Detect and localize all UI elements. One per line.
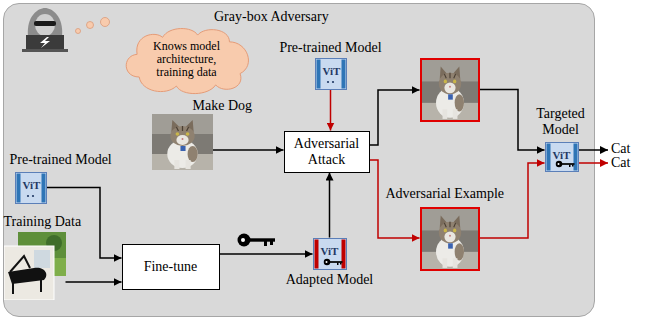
model-name: ViT xyxy=(321,245,339,257)
vit-stripe xyxy=(341,59,345,88)
image-frame xyxy=(4,232,66,300)
image-frame xyxy=(420,58,480,122)
process-box: Adversarial Attack xyxy=(284,131,370,173)
model-label: Pre-trained Model xyxy=(10,152,122,168)
model-block: ViT Pre-trained Model xyxy=(10,152,122,206)
vit-dot xyxy=(31,194,33,196)
image-frame xyxy=(152,114,213,170)
model-name: ViT xyxy=(553,149,571,161)
model-label: Targeted Model xyxy=(530,106,592,138)
cloud-outline xyxy=(126,28,248,93)
model-block: ViT Adapted Model xyxy=(280,238,380,290)
image-caption: Training Data xyxy=(4,214,88,230)
image-block: Make Dog xyxy=(150,98,250,172)
photo xyxy=(422,209,478,269)
thought-text: Knows model architecture, training data xyxy=(141,40,233,79)
thought-bubble xyxy=(76,29,81,34)
model-label: Adapted Model xyxy=(280,272,380,288)
image-block: Training Data xyxy=(4,214,88,302)
vit-dot xyxy=(331,80,333,82)
photo xyxy=(422,60,478,120)
output-arrow xyxy=(579,149,608,151)
vit-box: ViT xyxy=(545,142,579,172)
output-label: Cat xyxy=(611,156,630,170)
key-icon xyxy=(555,160,574,167)
vit-stripe xyxy=(41,173,45,202)
image-frame xyxy=(420,207,480,271)
vit-box: ViT xyxy=(15,172,47,204)
vit-stripe xyxy=(16,173,20,202)
model-name: ViT xyxy=(23,179,41,191)
connector-arrow xyxy=(66,281,122,283)
connector-arrow xyxy=(329,173,331,238)
model-block: ViT Targeted Model xyxy=(530,106,592,172)
photo xyxy=(4,232,66,300)
photo xyxy=(152,114,213,170)
vit-stripe xyxy=(546,143,550,170)
vit-stripe xyxy=(573,143,577,170)
vit-body xyxy=(545,142,578,171)
vit-dot xyxy=(26,194,28,196)
model-block: ViT Pre-trained Model xyxy=(268,40,394,92)
vit-body xyxy=(313,238,346,269)
vit-stripe xyxy=(314,239,318,268)
thought-cloud: Knows model architecture, training data xyxy=(118,26,256,94)
photo-content xyxy=(422,60,478,120)
model-name: ViT xyxy=(323,65,341,77)
box-label: Fine-tune xyxy=(144,259,198,275)
vit-stripe xyxy=(341,239,345,268)
model-label: Pre-trained Model xyxy=(268,40,394,56)
panel-title: Gray-box Adversary xyxy=(214,9,329,25)
thought-bubble xyxy=(101,18,110,27)
vit-box: ViT xyxy=(313,238,347,270)
vit-body xyxy=(315,58,346,89)
vit-box: ViT xyxy=(315,58,347,90)
image-caption: Adversarial Example xyxy=(386,186,520,202)
output-label: Cat xyxy=(611,142,630,156)
image-block: Adversarial Example xyxy=(386,186,520,272)
box-label: Adversarial Attack xyxy=(290,136,364,168)
photo-content xyxy=(152,114,213,170)
adversary-panel: Gray-box AdversaryKnows model architectu… xyxy=(3,3,595,317)
process-box: Fine-tune xyxy=(122,244,220,290)
connector-arrow xyxy=(330,90,332,131)
thought-bubble xyxy=(87,22,94,29)
image-block xyxy=(420,58,480,122)
photo-content xyxy=(4,232,66,300)
vit-dot xyxy=(326,80,328,82)
key-icon xyxy=(323,258,342,265)
connector-arrow xyxy=(213,149,284,151)
output-arrow xyxy=(579,162,608,164)
photo-content xyxy=(422,209,478,269)
vit-stripe xyxy=(316,59,320,88)
vit-body xyxy=(15,172,46,203)
image-caption: Make Dog xyxy=(150,98,250,114)
connector-arrow xyxy=(220,253,313,255)
